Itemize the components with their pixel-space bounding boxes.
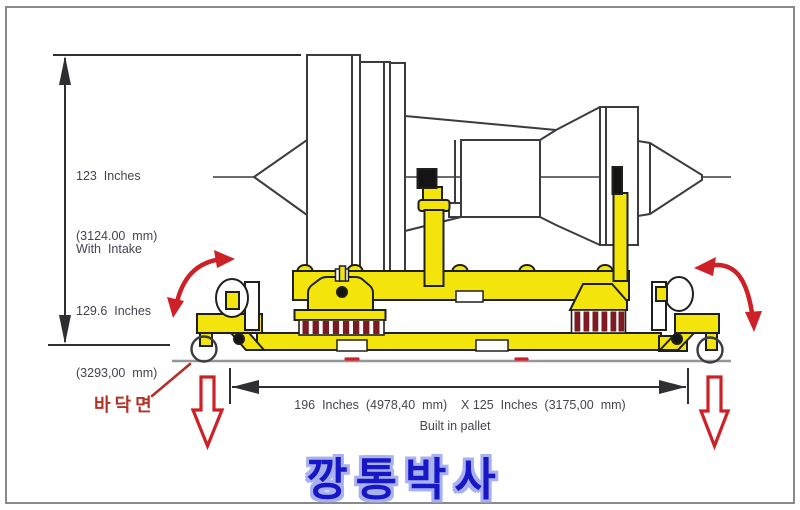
front-support-post [416, 168, 451, 287]
width-dimension-line [229, 368, 689, 404]
caster-swivel [664, 276, 694, 312]
rear-support-post [611, 166, 629, 282]
height-dimension-label: 123 Inches (3124.00 mm) [76, 126, 157, 266]
intake-caption: With Intake [76, 242, 142, 256]
intake-inches: 129.6 Inches [76, 304, 152, 318]
footprint-dimension-label: 196 Inches (4978,40 mm) X 125 Inches (31… [294, 398, 626, 412]
isolator-bolt [336, 286, 348, 298]
engine-drawing [213, 54, 731, 272]
core-fairing-top [404, 115, 557, 131]
height-dimension-line [48, 54, 301, 346]
watermark-title: 깡통박사 [306, 454, 504, 505]
core-section [460, 139, 541, 218]
post-cap [611, 166, 623, 195]
front-isolator [293, 265, 387, 321]
height-inches: 123 Inches [76, 169, 141, 183]
down-arrow-left [190, 375, 225, 451]
beam-notch [455, 290, 484, 303]
fork-pocket [475, 339, 509, 352]
nose-cone [252, 138, 308, 217]
pivot-pin [233, 333, 245, 345]
height-mm: (3124.00 mm) [76, 229, 158, 243]
down-arrow-right [698, 375, 731, 451]
intake-mm: (3293,00 mm) [76, 366, 158, 380]
rear-caster [651, 276, 724, 364]
floor-pointer-line [150, 362, 192, 398]
red-annotations [167, 250, 762, 451]
pivot-pin [671, 333, 683, 345]
fork-pocket [336, 339, 368, 352]
front-caster [190, 278, 267, 363]
post-cap [416, 168, 438, 189]
intake-dimension-label: With Intake 129.6 Inches (3293,00 mm) [76, 198, 157, 404]
left-wheel [190, 335, 218, 363]
fan-case-rear [359, 61, 391, 272]
exhaust-cone [637, 139, 703, 218]
rotation-arrow-right [694, 257, 762, 332]
isolator-stripes [298, 309, 627, 336]
transport-pallet [190, 166, 724, 364]
image-border [5, 6, 795, 504]
rotation-arrow-left [167, 250, 235, 318]
right-wheel [696, 336, 724, 364]
built-in-pallet-label: Built in pallet [419, 419, 491, 433]
floor-surface-label: 바닥면 [94, 395, 156, 415]
